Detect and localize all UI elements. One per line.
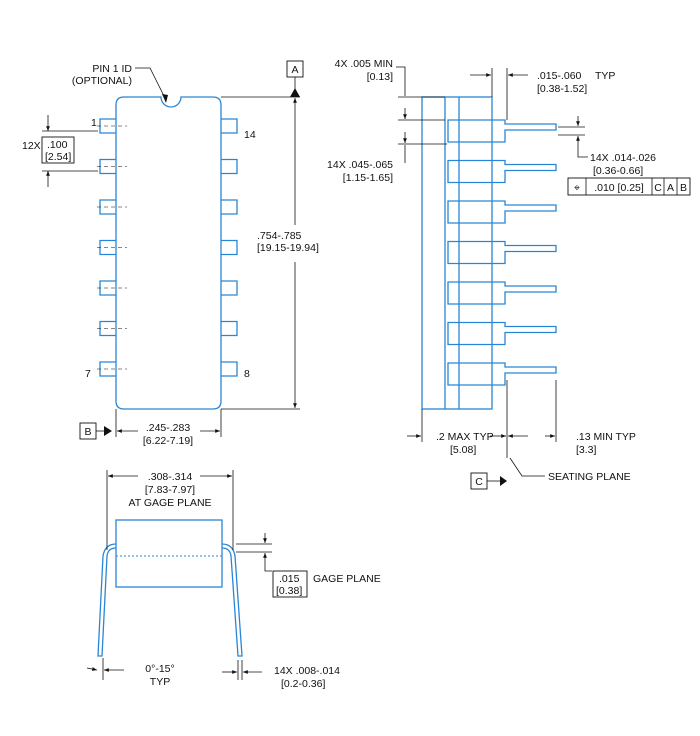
side-lead-6 (447, 321, 557, 346)
datum-b-label: B (84, 426, 91, 438)
span-note-label: AT GAGE PLANE (128, 497, 211, 509)
tolerance-ref-a: A (667, 182, 674, 194)
side-lead-5 (447, 281, 557, 305)
side-lead-4 (447, 240, 557, 265)
standoff-count-label: 4X .005 MIN (335, 58, 393, 70)
top-pin-right-10 (221, 280, 238, 296)
standoff-mm-label: [0.13] (367, 71, 393, 83)
top-pin-right-14 (221, 118, 238, 134)
tip-inch-label: 14X .008-.014 (274, 665, 340, 677)
length-inch-label: .754-.785 (257, 230, 302, 242)
left-pin-column (97, 118, 127, 377)
pin1-leader-line (135, 67, 167, 101)
height-mm-label: [5.08] (450, 444, 476, 456)
shoulder-typ-label: TYP (595, 70, 615, 82)
datum-c-label: C (475, 476, 483, 488)
side-lead-column (447, 119, 557, 386)
pitch-mm-label: [2.54] (45, 151, 71, 163)
span-inch-label: .308-.314 (148, 471, 193, 483)
top-pin-right-8 (221, 361, 238, 377)
lead-len-inch-label: .13 MIN TYP (576, 431, 636, 443)
end-left-lead (97, 543, 117, 657)
gage-plane-label: GAGE PLANE (313, 573, 381, 585)
tolerance-ref-b: B (680, 182, 687, 194)
angle-arrow-left (86, 667, 98, 671)
side-lead-7 (447, 362, 557, 386)
pin1-optional-label: (OPTIONAL) (72, 75, 132, 87)
end-right-lead (221, 543, 243, 657)
top-pin-right-9 (221, 320, 238, 337)
pin-label-8: 8 (244, 368, 250, 380)
lead-width-mm-label: [1.15-1.65] (343, 172, 393, 184)
height-inch-label: .2 MAX TYP (436, 431, 494, 443)
tolerance-value: .010 [0.25] (594, 182, 644, 194)
shoulder-mm-label: [0.38-1.52] (537, 83, 587, 95)
lead-len-mm-label: [3.3] (576, 444, 597, 456)
right-pin-column (221, 118, 238, 377)
side-lead-2 (447, 159, 557, 184)
gage-inch-label: .015 (279, 573, 300, 585)
gage-leader (264, 563, 272, 572)
package-body-outline (115, 96, 222, 410)
top-pin-right-11 (221, 239, 238, 256)
end-body-outline (115, 519, 223, 588)
side-view: 4X .005 MIN [0.13] 14X .045-.065 [1.15-1… (327, 58, 691, 490)
pin1-id-label: PIN 1 ID (92, 63, 132, 75)
datum-b-triangle (104, 426, 112, 436)
position-symbol-icon: ⌖ (574, 182, 580, 194)
angle-typ-label: TYP (150, 676, 170, 688)
seating-plane-leader (509, 457, 545, 477)
side-lead-1 (447, 119, 557, 143)
angle-label: 0°-15° (145, 663, 174, 675)
tolerance-ref-c: C (654, 182, 662, 194)
span-mm-label: [7.83-7.97] (145, 484, 195, 496)
gage-mm-label: [0.38] (276, 585, 302, 597)
top-view: PIN 1 ID (OPTIONAL) 1 14 7 8 12X .100 [2… (22, 60, 319, 447)
datum-a-triangle (290, 88, 300, 97)
standoff-leader (396, 66, 406, 96)
lead-thk-leader (577, 146, 588, 158)
shoulder-inch-label: .015-.060 (537, 70, 582, 82)
lead-thk-mm-label: [0.36-0.66] (593, 165, 643, 177)
datum-a-label: A (291, 64, 298, 76)
width-mm-label: [6.22-7.19] (143, 435, 193, 447)
width-inch-label: .245-.283 (146, 422, 191, 434)
pitch-basic-box (41, 136, 75, 164)
lead-width-inch-label: 14X .045-.065 (327, 159, 393, 171)
position-tolerance-frame: ⌖ .010 [0.25] C A B (567, 177, 691, 196)
pin-label-7: 7 (85, 368, 91, 380)
pin-label-1: 1 (91, 117, 97, 129)
length-mm-label: [19.15-19.94] (257, 242, 319, 254)
side-lead-3 (447, 200, 557, 224)
pin1-leader-arrow (162, 94, 168, 103)
datum-c-triangle (500, 476, 507, 486)
tip-mm-label: [0.2-0.36] (281, 678, 325, 690)
top-pin-right-12 (221, 199, 238, 215)
pin-label-14: 14 (244, 129, 256, 141)
gage-basic-box (272, 570, 308, 598)
top-pin-right-13 (221, 158, 238, 175)
seating-plane-label: SEATING PLANE (548, 471, 631, 483)
pitch-inch-label: .100 (47, 139, 68, 151)
lead-thk-inch-label: 14X .014-.026 (590, 152, 656, 164)
pitch-count-label: 12X (22, 140, 41, 152)
end-view: .308-.314 [7.83-7.97] AT GAGE PLANE .015… (86, 470, 381, 690)
side-body-outline (421, 96, 493, 410)
